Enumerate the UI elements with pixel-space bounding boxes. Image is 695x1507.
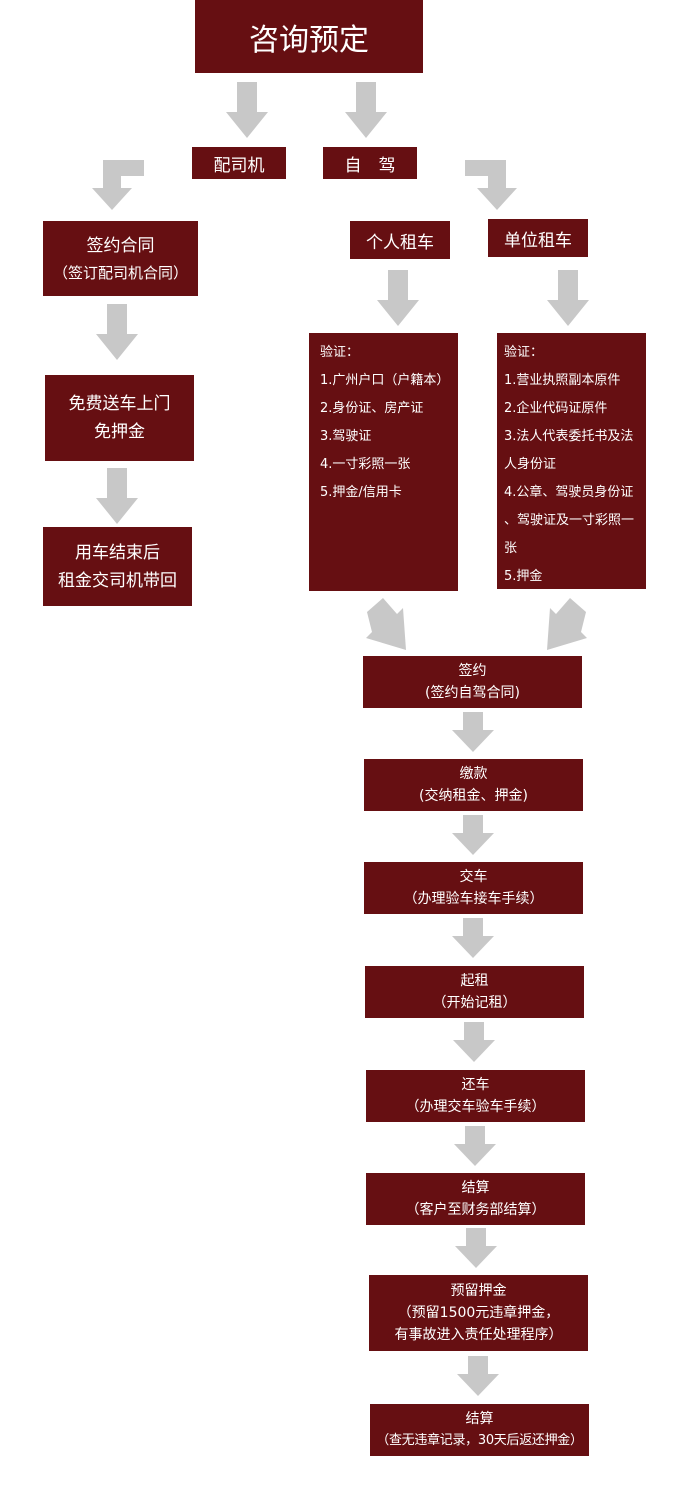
step-payment-box: 缴款 (交纳租金、押金) [364, 759, 583, 811]
driver-sign-box: 签约合同 （签订配司机合同） [43, 221, 198, 296]
step-detail: （查无违章记录，30天后返还押金） [376, 1433, 583, 1448]
arrow-diagonal-icon [547, 598, 587, 650]
driver-sign-line2: （签订配司机合同） [52, 263, 188, 282]
step-title: 签约 [458, 663, 487, 679]
arrow-bent-right-icon [465, 160, 517, 210]
personal-verify-item: 4.一寸彩照一张 [320, 457, 411, 472]
personal-verify-box: 验证： 1.广州户口（户籍本） 2.身份证、房产证 3.驾驶证 4.一寸彩照一张… [309, 333, 458, 591]
personal-verify-item: 验证： [320, 345, 360, 360]
arrow-down-icon [454, 1126, 496, 1166]
step-deposit-box: 预留押金 （预留1500元违章押金， 有事故进入责任处理程序） [369, 1275, 588, 1351]
step-title: 还车 [461, 1077, 490, 1093]
arrow-bent-left-icon [92, 160, 144, 210]
company-verify-item: 5.押金 [504, 569, 543, 584]
company-verify-item: 张 [504, 541, 518, 556]
company-verify-item: 2.企业代码证原件 [504, 401, 608, 416]
company-verify-item: 验证： [504, 345, 544, 360]
arrow-down-icon [452, 712, 494, 752]
page-title: 咨询预定 [249, 22, 369, 58]
arrow-down-icon [452, 815, 494, 855]
step-detail: （办理验车接车手续） [403, 891, 544, 907]
arrow-diagonal-icon [366, 598, 406, 650]
branch-driver-label: 配司机 [213, 155, 265, 176]
driver-deliver-line1: 免费送车上门 [68, 394, 171, 414]
step-detail: （开始记租） [432, 995, 517, 1011]
branch-driver-box: 配司机 [192, 147, 286, 179]
personal-verify-item: 5.押金/信用卡 [320, 485, 402, 500]
driver-deliver-box: 免费送车上门 免押金 [45, 375, 194, 461]
company-verify-box: 验证： 1.营业执照副本原件 2.企业代码证原件 3.法人代表委托书及法 人身份… [497, 333, 646, 589]
step-title: 结算 [461, 1180, 490, 1196]
step-rental-start-box: 起租 （开始记租） [365, 966, 584, 1018]
step-title: 预留押金 [450, 1283, 507, 1299]
step-title: 交车 [459, 869, 488, 885]
arrow-down-icon [377, 270, 419, 326]
arrow-down-icon [96, 468, 138, 524]
step-title: 结算 [465, 1411, 494, 1427]
step-title: 缴款 [459, 766, 488, 782]
driver-sign-line1: 签约合同 [86, 235, 155, 256]
step-detail: (签约自驾合同) [425, 685, 520, 701]
driver-end-line2: 租金交司机带回 [58, 570, 177, 591]
driver-deliver-line2: 免押金 [94, 422, 145, 442]
company-verify-item: 3.法人代表委托书及法 [504, 429, 634, 444]
step-settlement-box: 结算 （客户至财务部结算） [366, 1173, 585, 1225]
arrow-down-icon [455, 1228, 497, 1268]
arrow-down-icon [226, 82, 268, 138]
driver-end-box: 用车结束后 租金交司机带回 [43, 527, 192, 606]
step-detail: （办理交车验车手续） [405, 1099, 546, 1115]
step-detail: （预留1500元违章押金， [397, 1305, 560, 1321]
personal-verify-item: 1.广州户口（户籍本） [320, 373, 450, 388]
step-title: 起租 [460, 973, 489, 989]
step-detail: 有事故进入责任处理程序） [394, 1327, 563, 1343]
step-sign-box: 签约 (签约自驾合同) [363, 656, 582, 708]
company-verify-item: 4.公章、驾驶员身份证 [504, 485, 634, 500]
arrow-down-icon [547, 270, 589, 326]
arrow-down-icon [457, 1356, 499, 1396]
company-verify-item: 人身份证 [504, 457, 557, 472]
driver-end-line1: 用车结束后 [75, 542, 160, 563]
personal-rental-label: 个人租车 [366, 232, 434, 253]
personal-rental-box: 个人租车 [350, 221, 450, 259]
step-final-settlement-box: 结算 （查无违章记录，30天后返还押金） [370, 1404, 589, 1456]
company-rental-label: 单位租车 [504, 230, 572, 251]
arrow-down-icon [452, 918, 494, 958]
step-detail: (交纳租金、押金) [419, 788, 528, 804]
personal-verify-item: 2.身份证、房产证 [320, 401, 424, 416]
arrow-down-icon [345, 82, 387, 138]
arrow-down-icon [96, 304, 138, 360]
title-box: 咨询预定 [195, 0, 423, 73]
branch-self-drive-label: 自 驾 [344, 155, 396, 176]
step-handover-box: 交车 （办理验车接车手续） [364, 862, 583, 914]
company-rental-box: 单位租车 [488, 219, 588, 257]
personal-verify-item: 3.驾驶证 [320, 429, 372, 444]
company-verify-item: 、驾驶证及一寸彩照一 [504, 513, 635, 528]
step-return-box: 还车 （办理交车验车手续） [366, 1070, 585, 1122]
branch-self-drive-box: 自 驾 [323, 147, 417, 179]
company-verify-item: 1.营业执照副本原件 [504, 373, 621, 388]
step-detail: （客户至财务部结算） [405, 1202, 546, 1218]
arrow-down-icon [453, 1022, 495, 1062]
